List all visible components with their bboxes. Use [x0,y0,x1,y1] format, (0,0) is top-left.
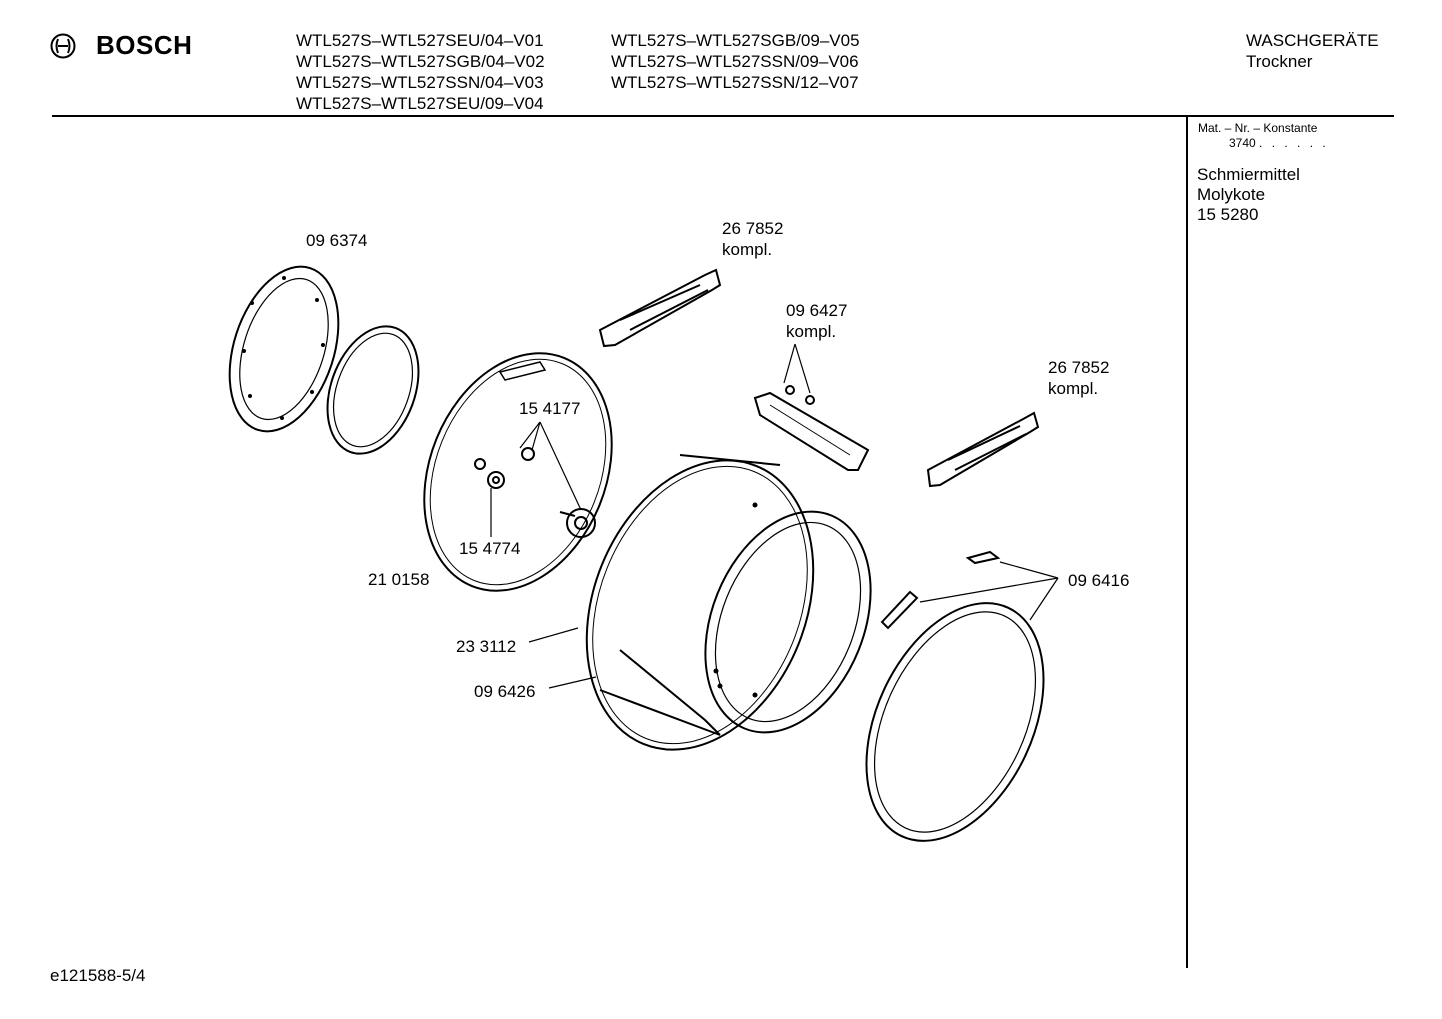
part-number: 09 6427 [786,301,848,320]
bosch-logo-icon [50,33,76,58]
part-note: kompl. [786,322,837,341]
rear-wall-part [423,352,613,592]
mat-nr-dots: . . . . . . [1259,136,1329,150]
part-label-096426: 09 6426 [474,682,536,701]
part-label-210158: 21 0158 [368,570,430,589]
window-frame-part [228,265,340,433]
drum-part [585,454,872,751]
model-list-left: WTL527S–WTL527SEU/04–V01 WTL527S–WTL527S… [296,30,545,114]
part-label-096427: 09 6427 kompl. [786,300,847,342]
lubricant-line: 15 5280 [1197,205,1259,224]
part-label-233112: 23 3112 [456,637,517,656]
brand-block: BOSCH [50,30,192,61]
seal-ring-part [326,325,420,455]
model-list-right: WTL527S–WTL527SGB/09–V05 WTL527S–WTL527S… [611,30,860,93]
part-label-154177: 15 4177 [519,399,581,418]
brand-name: BOSCH [96,30,193,60]
part-label-267852-right: 26 7852 kompl. [1048,357,1109,399]
bracket-part-right [926,411,1040,488]
model-code: WTL527S–WTL527SGB/04–V02 [296,52,545,71]
part-note: kompl. [1048,379,1099,398]
part-label-267852-top: 26 7852 kompl. [722,218,783,260]
category-block: WASCHGERÄTE Trockner [1246,30,1379,72]
mat-nr-value: 3740 [1229,136,1256,150]
leader-lines [490,343,1059,689]
model-code: WTL527S–WTL527SEU/09–V04 [296,94,544,113]
sidebar-divider [1186,116,1188,968]
part-label-096416: 09 6416 [1068,571,1130,590]
model-code: WTL527S–WTL527SSN/09–V06 [611,52,859,71]
part-number: 26 7852 [722,219,784,238]
lubricant-line: Molykote [1197,185,1266,204]
part-number: 26 7852 [1048,358,1110,377]
lubricant-line: Schmiermittel [1197,165,1300,184]
model-code: WTL527S–WTL527SEU/04–V01 [296,31,544,50]
part-label-154774: 15 4774 [459,539,521,558]
category-subtitle: Trockner [1246,52,1313,71]
mat-nr-label: Mat. – Nr. – Konstante [1198,121,1318,135]
header-divider [52,115,1394,117]
part-note: kompl. [722,240,773,259]
part-label-096374: 09 6374 [306,231,368,250]
lubricant-block: Schmiermittel Molykote 15 5280 [1197,165,1300,225]
holder-part [753,385,870,471]
model-code: WTL527S–WTL527SSN/12–V07 [611,73,859,92]
bracket-part-top [598,268,722,348]
front-ring-part [865,550,1045,842]
model-code: WTL527S–WTL527SSN/04–V03 [296,73,544,92]
drawing-id: e121588-5/4 [50,966,146,985]
mat-nr-value-row: 3740 . . . . . . [1229,136,1329,151]
model-code: WTL527S–WTL527SGB/09–V05 [611,31,860,50]
category-title: WASCHGERÄTE [1246,31,1379,50]
